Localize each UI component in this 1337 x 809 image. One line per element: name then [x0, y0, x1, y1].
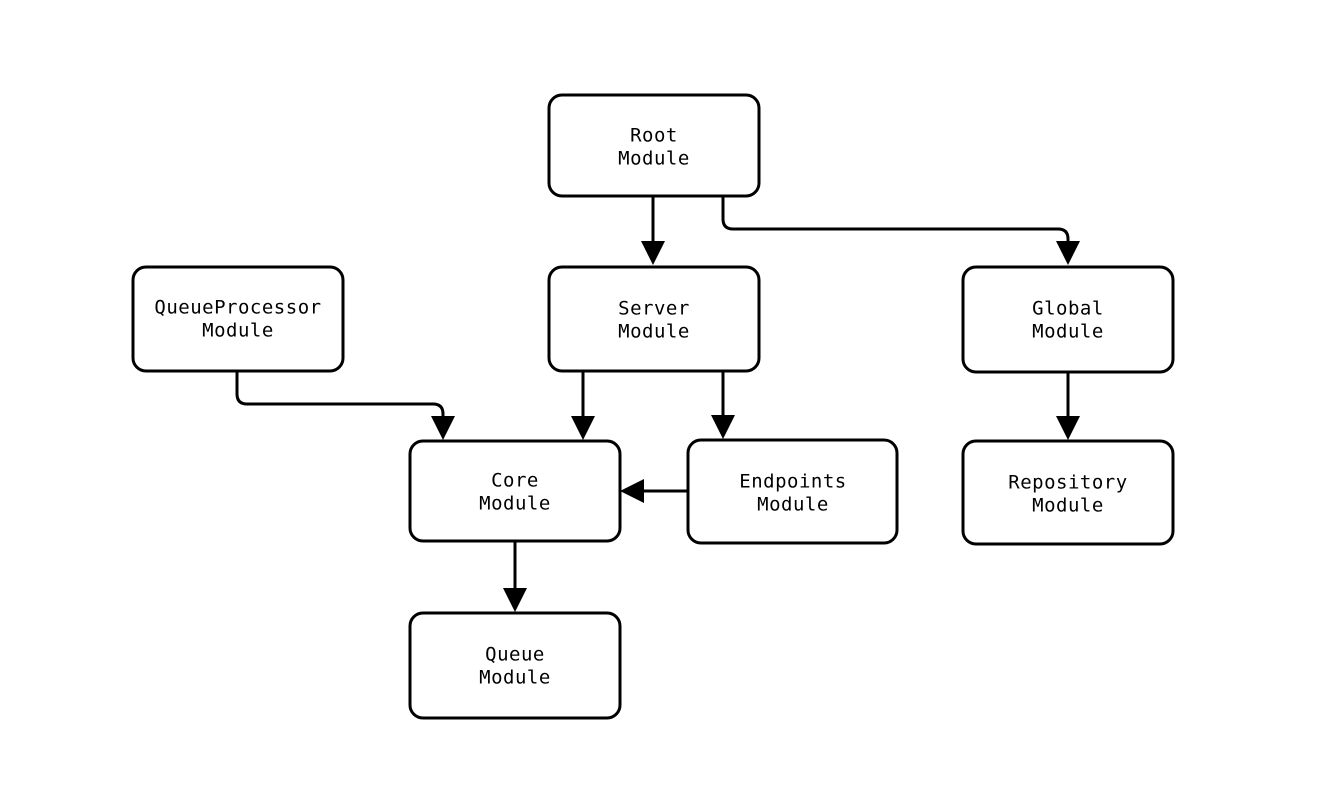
edge-core-to-queue [503, 541, 527, 612]
edge-endpoints-to-core [620, 479, 688, 503]
edge-server-to-endpoints [711, 371, 735, 439]
node-label-line1: Core [491, 470, 539, 492]
node-box[interactable] [686, 438, 899, 545]
edge-queueprocessor-to-core [235, 371, 455, 440]
edge-line [235, 371, 445, 422]
node-core-module[interactable]: Core Module [408, 439, 622, 543]
node-queueprocessor-module[interactable]: QueueProcessor Module [131, 265, 345, 373]
node-label-line2: Module [1032, 495, 1104, 517]
node-box[interactable] [408, 611, 622, 720]
edge-layer [235, 196, 1080, 612]
node-label-line1: Global [1032, 298, 1104, 320]
arrow-head-icon [620, 479, 644, 503]
node-box[interactable] [961, 265, 1175, 374]
node-label-line2: Module [479, 493, 551, 515]
edge-root-to-global [721, 196, 1080, 265]
node-label-line1: Server [618, 298, 690, 320]
edge-server-to-core [571, 371, 595, 440]
node-label-line2: Module [757, 494, 829, 516]
edge-line [721, 196, 1070, 248]
arrow-head-icon [1056, 416, 1080, 440]
arrow-head-icon [431, 416, 455, 440]
node-repository-module[interactable]: Repository Module [961, 439, 1175, 546]
arrow-head-icon [571, 416, 595, 440]
node-label-line2: Module [618, 321, 690, 343]
arrow-head-icon [503, 588, 527, 612]
node-label-line1: Root [630, 125, 678, 147]
node-label-line2: Module [1032, 321, 1104, 343]
arrow-head-icon [1056, 241, 1080, 265]
node-label-line1: Endpoints [739, 471, 846, 493]
node-label-line2: Module [202, 320, 274, 342]
node-label-line1: Queue [485, 644, 545, 666]
arrow-head-icon [641, 241, 665, 265]
node-label-line1: Repository [1008, 472, 1127, 494]
node-queue-module[interactable]: Queue Module [408, 611, 622, 720]
node-label-line1: QueueProcessor [154, 297, 321, 319]
node-endpoints-module[interactable]: Endpoints Module [686, 438, 899, 545]
node-server-module[interactable]: Server Module [547, 265, 761, 373]
node-layer: Root Module QueueProcessor Module Server… [131, 93, 1175, 720]
node-label-line2: Module [618, 148, 690, 170]
node-box[interactable] [547, 93, 761, 198]
node-box[interactable] [408, 439, 622, 543]
edge-root-to-server [641, 196, 665, 265]
node-global-module[interactable]: Global Module [961, 265, 1175, 374]
edge-global-to-repository [1056, 372, 1080, 440]
node-root-module[interactable]: Root Module [547, 93, 761, 198]
arrow-head-icon [711, 415, 735, 439]
node-box[interactable] [961, 439, 1175, 546]
node-box[interactable] [547, 265, 761, 373]
node-label-line2: Module [479, 667, 551, 689]
node-box[interactable] [131, 265, 345, 373]
